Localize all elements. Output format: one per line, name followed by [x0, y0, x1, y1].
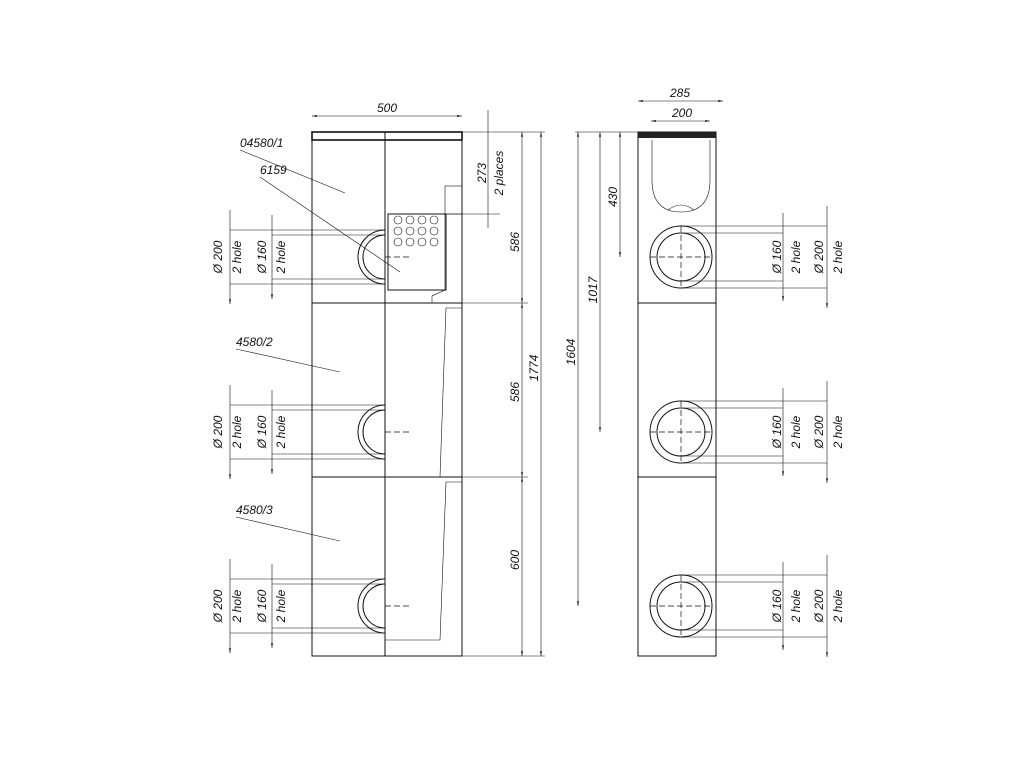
basket-bottom [667, 204, 695, 211]
leader [259, 176, 401, 273]
hole-3-inner-note: 2 hole [274, 589, 288, 623]
leader [235, 348, 341, 373]
hole-3-outer: Ø 200 [211, 589, 225, 623]
side-hole-3-outer: Ø 200 [812, 589, 826, 623]
grate-top [311, 131, 463, 141]
side-outline [637, 131, 717, 657]
perforation-hole [405, 226, 415, 236]
label-4580-2: 4580/2 [236, 335, 273, 349]
perforation-hole [405, 237, 415, 247]
hole-opening-outer [357, 578, 386, 634]
perforation-hole [393, 237, 403, 247]
hole-3-inner: Ø 160 [255, 589, 269, 623]
dim-430: 430 [606, 187, 620, 207]
perforation-hole [393, 215, 403, 225]
dim-1017: 1017 [586, 275, 600, 303]
dim-500: 500 [377, 101, 397, 115]
hole-opening-inner [362, 234, 386, 280]
frame-upright [444, 185, 463, 215]
hole-1-outer-note: 2 hole [230, 240, 244, 274]
label-6159: 6159 [260, 163, 287, 177]
side-hole-1-inner: Ø 160 [770, 240, 784, 274]
hole-opening-inner [362, 583, 386, 629]
hole-3-outer-note: 2 hole [230, 589, 244, 623]
perforation-hole [429, 226, 439, 236]
basket-outline [651, 140, 711, 213]
side-hole-3-inner-note: 2 hole [789, 589, 803, 623]
perforation-hole [417, 215, 427, 225]
side-hole-1-inner-note: 2 hole [789, 240, 803, 274]
hole-1-inner-note: 2 hole [274, 240, 288, 274]
hole-opening-outer [357, 404, 386, 460]
hole-1-outer: Ø 200 [211, 240, 225, 274]
side-hole-2-inner: Ø 160 [770, 415, 784, 449]
hole-2-outer-note: 2 hole [230, 415, 244, 449]
dim-285: 285 [669, 86, 690, 100]
perforation-hole [417, 226, 427, 236]
perforation-hole [393, 226, 403, 236]
dim-1604: 1604 [564, 338, 578, 365]
side-hole-1-outer: Ø 200 [812, 240, 826, 274]
side-hole-1-outer-note: 2 hole [831, 240, 845, 274]
dim-200: 200 [671, 106, 692, 120]
dim-600: 600 [508, 550, 522, 570]
hole-2-outer: Ø 200 [211, 415, 225, 449]
hole-1-inner: Ø 160 [255, 240, 269, 274]
front-outline [311, 131, 463, 657]
perforation-hole [429, 215, 439, 225]
side-view: 285 200 1604 1017 430 Ø 160 2 hole Ø 200… [564, 86, 845, 657]
grate-frame [638, 132, 716, 138]
perforation-hole [429, 237, 439, 247]
leader [235, 516, 341, 542]
dim-586-top: 586 [508, 232, 522, 252]
label-04580-1: 04580/1 [240, 136, 283, 150]
hole-2-inner: Ø 160 [255, 415, 269, 449]
dim-1774: 1774 [527, 354, 541, 381]
side-hole-2-outer: Ø 200 [812, 415, 826, 449]
side-hole-3-outer-note: 2 hole [831, 589, 845, 623]
wall-section-3 [384, 481, 463, 657]
dim-273-note: 2 places [492, 151, 506, 197]
side-hole-3-inner: Ø 160 [770, 589, 784, 623]
hole-2-inner-note: 2 hole [274, 415, 288, 449]
front-view: 500 273 2 places 586 586 600 1774 04580/… [211, 101, 545, 657]
basket-perforations [393, 215, 439, 247]
label-4580-3: 4580/3 [236, 503, 273, 517]
dim-273: 273 [475, 163, 489, 184]
leader [239, 149, 346, 194]
hole-opening-inner [362, 409, 386, 455]
dim-586-mid: 586 [508, 382, 522, 402]
silt-basket [387, 213, 447, 291]
perforation-hole [417, 237, 427, 247]
perforation-hole [405, 215, 415, 225]
wall-section-2 [439, 307, 463, 478]
side-hole-2-inner-note: 2 hole [789, 415, 803, 449]
hole-opening-outer [357, 229, 386, 285]
side-hole-2-outer-note: 2 hole [831, 415, 845, 449]
